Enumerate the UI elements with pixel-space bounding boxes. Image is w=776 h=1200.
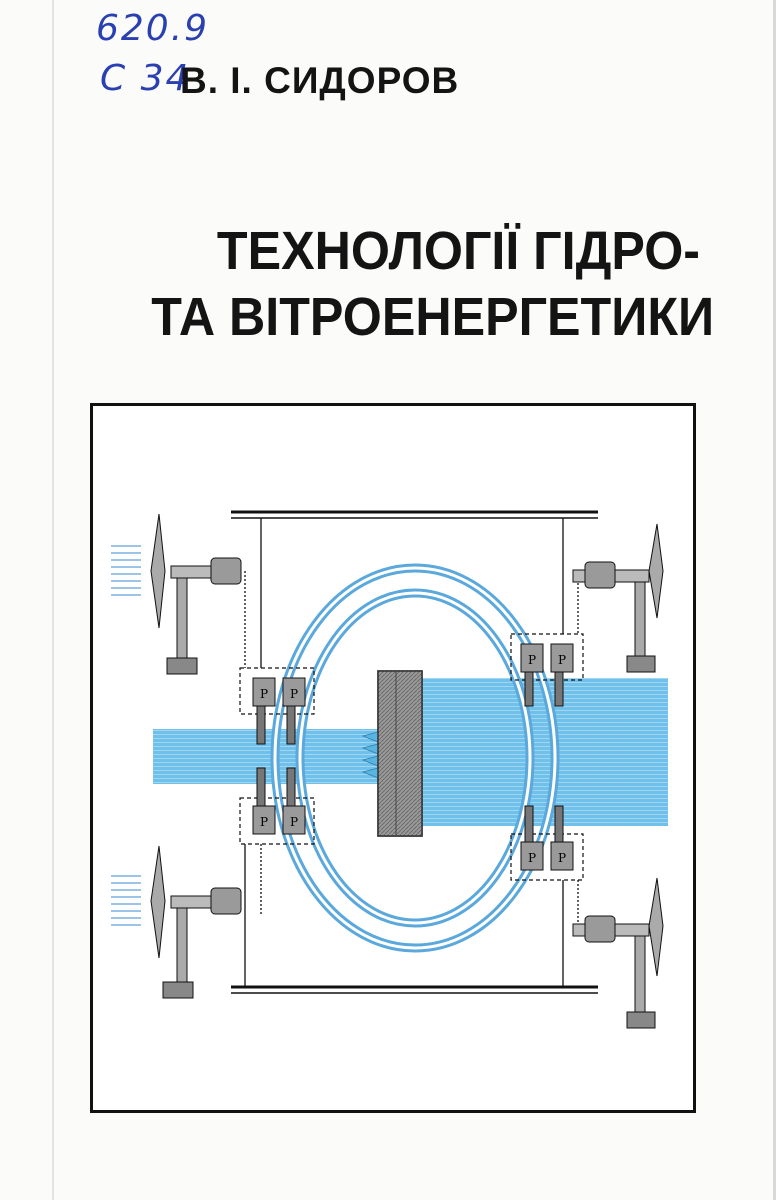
pump-label: P <box>528 653 536 667</box>
cover-illustration: P P P P P P <box>90 403 696 1113</box>
title-line-1: ТЕХНОЛОГІЇ ГІДРО- <box>216 221 700 281</box>
author-name: В. І. СИДОРОВ <box>180 60 460 101</box>
book-title: ТЕХНОЛОГІЇ ГІДРО- ТА ВІТРОЕНЕРГЕТИКИ <box>151 218 715 350</box>
wind-turbine-top-left <box>111 513 242 675</box>
upstream-water <box>153 729 383 784</box>
downstream-water <box>418 678 668 826</box>
library-code-line-2: С 34 <box>100 58 191 99</box>
pump-label: P <box>290 687 298 701</box>
pump-label: P <box>558 653 566 667</box>
pump-label: P <box>558 851 566 865</box>
pump-group-right-bottom: P P <box>510 805 584 881</box>
pump-group-left-top: P P <box>239 667 315 745</box>
library-code-line-1: 620.9 <box>96 8 210 49</box>
spine-crease <box>52 0 54 1200</box>
pump-label: P <box>260 687 268 701</box>
cover-edge <box>773 0 776 1200</box>
pump-label: P <box>290 815 298 829</box>
wind-turbine-bottom-left <box>111 845 242 999</box>
hydro-wind-diagram: P P P P P P <box>111 510 668 1029</box>
dimension-lines <box>244 518 579 987</box>
pump-group-left-bottom: P P <box>239 767 315 845</box>
wind-turbine-top-right <box>572 523 664 673</box>
title-line-2: ТА ВІТРОЕНЕРГЕТИКИ <box>151 287 715 347</box>
pump-label: P <box>260 815 268 829</box>
pump-label: P <box>528 851 536 865</box>
pump-group-right-top: P P <box>510 633 584 707</box>
wind-turbine-bottom-right <box>572 877 664 1029</box>
bottom-rail <box>231 985 598 994</box>
top-rail <box>231 510 598 519</box>
